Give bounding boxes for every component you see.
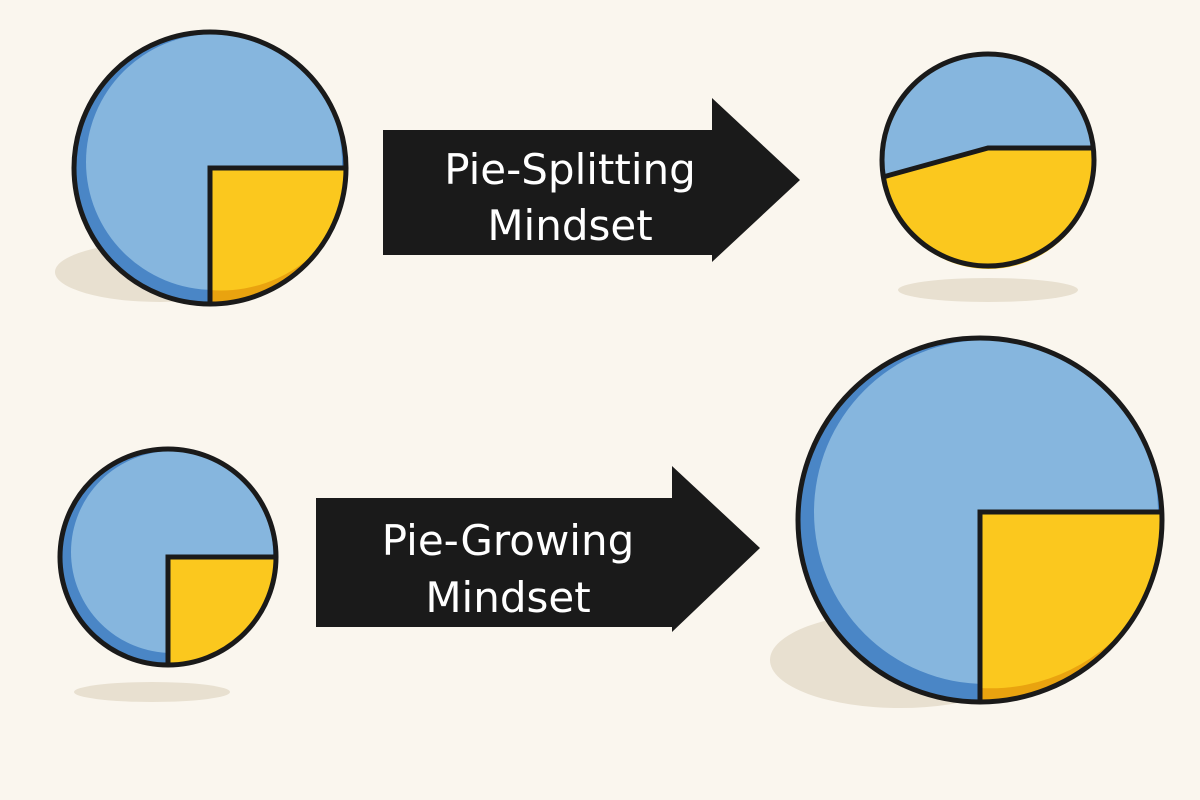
pie-splitting-arrow: Pie-Splitting Mindset — [383, 98, 800, 262]
arrow-label-line2: Mindset — [487, 201, 652, 250]
pie-growing-before — [57, 446, 279, 702]
pie-slice — [980, 512, 1161, 702]
pie-splitting-after — [879, 51, 1097, 302]
pie-outline — [879, 51, 1097, 269]
pie-slice — [210, 168, 346, 304]
pie-shadow — [898, 278, 1078, 302]
pie-growing-arrow: Pie-Growing Mindset — [316, 466, 760, 632]
arrow-shape — [383, 98, 800, 262]
row-pie-splitting: Pie-Splitting Mindset — [55, 29, 1097, 307]
arrow-label-line1: Pie-Splitting — [444, 145, 696, 194]
pie-outline — [795, 335, 1165, 705]
pie-slice — [883, 148, 1095, 269]
pie-slice-outline — [207, 165, 346, 304]
pie-shadow — [74, 682, 230, 702]
pie-slice-outline — [165, 554, 276, 665]
pie-slice-outline — [977, 509, 1160, 702]
arrow-label-line2: Mindset — [425, 573, 590, 622]
pie-outline — [71, 29, 349, 307]
pie-splitting-before — [55, 29, 349, 307]
row-pie-growing: Pie-Growing Mindset — [57, 335, 1165, 708]
pie-outline — [57, 446, 279, 668]
arrow-shape — [316, 466, 760, 632]
pie-slice-outline — [882, 145, 1094, 180]
arrow-label-line1: Pie-Growing — [382, 516, 635, 565]
pie-slice — [168, 557, 276, 665]
pie-growing-after — [770, 335, 1165, 708]
